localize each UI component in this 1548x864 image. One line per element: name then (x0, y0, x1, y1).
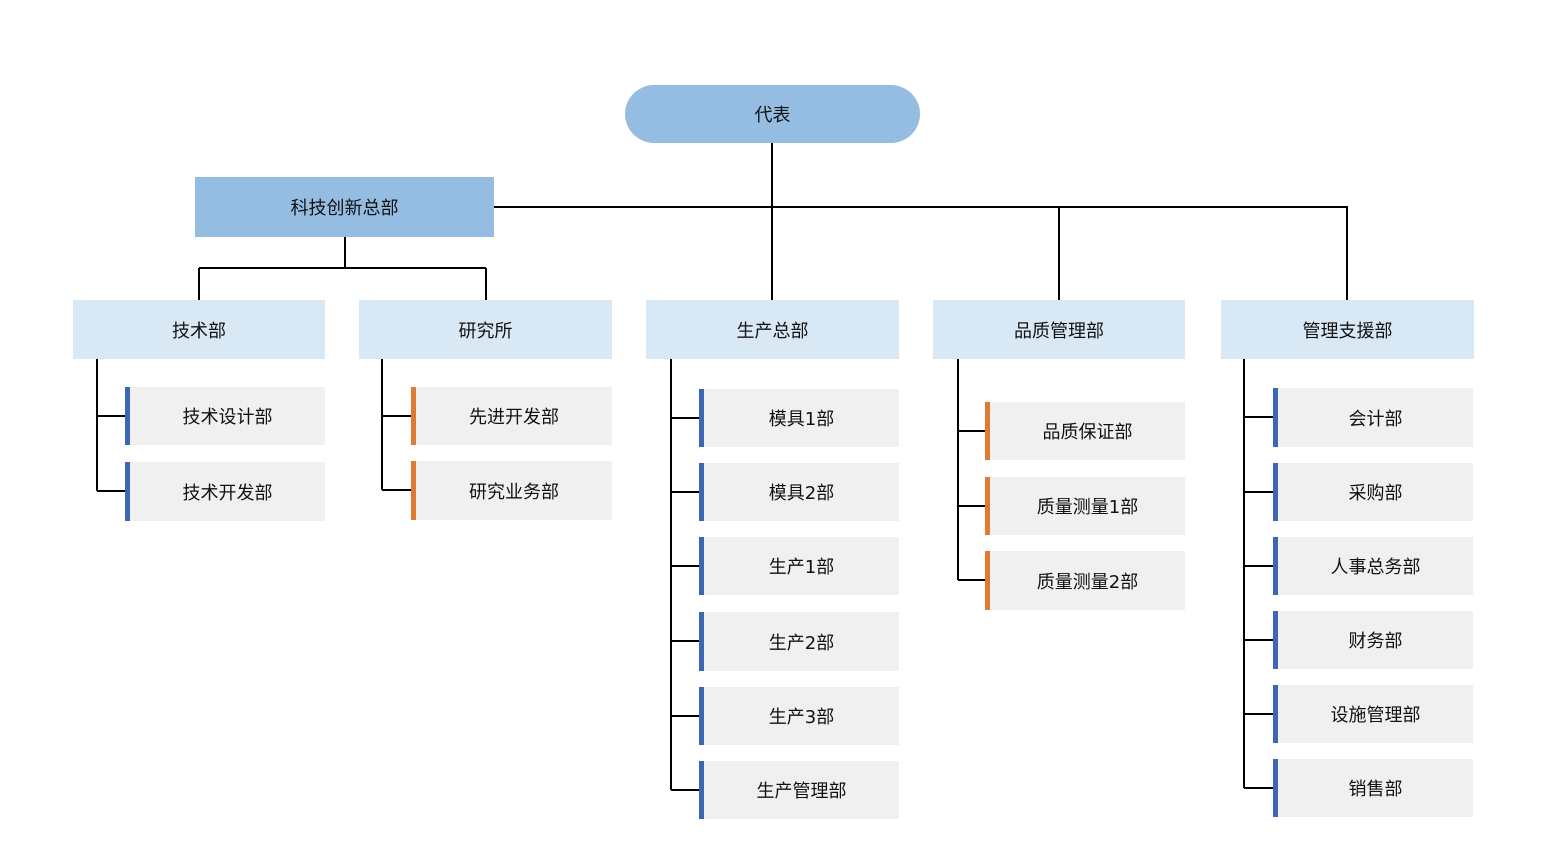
sub-unit-node: 生产3部 (699, 687, 899, 745)
sub-unit-label: 会计部 (1348, 408, 1403, 430)
sub-unit-node: 先进开发部 (411, 387, 612, 445)
sub-unit-label: 生产3部 (768, 707, 835, 728)
connector-dept5 (1243, 359, 1274, 789)
sub-unit-label: 模具2部 (768, 483, 835, 504)
hq-node: 科技创新总部 (195, 177, 494, 237)
sub-unit-node: 技术开发部 (125, 462, 325, 521)
sub-unit-node: 采购部 (1273, 463, 1473, 521)
dept-node: 技术部 (73, 300, 325, 359)
connector-dept4 (957, 359, 986, 581)
dept-label: 生产总部 (736, 320, 809, 342)
sub-unit-node: 模具1部 (699, 389, 899, 447)
sub-unit-node: 模具2部 (699, 463, 899, 521)
sub-unit-node: 生产管理部 (699, 761, 899, 819)
dept-node: 生产总部 (646, 300, 899, 359)
sub-unit-label: 设施管理部 (1330, 705, 1421, 726)
dept-label: 品质管理部 (1014, 320, 1104, 342)
sub-unit-node: 设施管理部 (1273, 685, 1473, 743)
sub-unit-label: 采购部 (1348, 483, 1403, 504)
sub-unit-node: 会计部 (1273, 388, 1473, 447)
connector-dept1 (96, 359, 126, 492)
sub-unit-node: 人事总务部 (1273, 537, 1473, 595)
dept-node: 研究所 (359, 300, 612, 359)
sub-unit-label: 技术开发部 (182, 482, 273, 504)
hq-label: 科技创新总部 (290, 198, 399, 219)
dept-label: 管理支援部 (1302, 320, 1393, 342)
sub-unit-node: 研究业务部 (411, 461, 612, 520)
root-node: 代表 (625, 85, 920, 143)
sub-unit-node: 销售部 (1273, 759, 1473, 817)
connector-hq (198, 237, 487, 300)
sub-unit-node: 生产1部 (699, 537, 899, 595)
sub-unit-node: 品质保证部 (985, 402, 1185, 460)
sub-unit-node: 财务部 (1273, 611, 1473, 669)
connector-bus (494, 206, 1348, 300)
sub-unit-label: 模具1部 (768, 409, 835, 430)
sub-unit-node: 技术设计部 (125, 387, 325, 445)
sub-unit-label: 生产2部 (768, 632, 835, 654)
root-label: 代表 (754, 105, 791, 126)
sub-unit-label: 销售部 (1348, 779, 1403, 800)
connector-dept2 (381, 359, 412, 491)
dept-node: 管理支援部 (1221, 300, 1474, 359)
sub-unit-label: 品质保证部 (1042, 422, 1133, 443)
sub-unit-label: 研究业务部 (469, 481, 559, 503)
dept-node: 品质管理部 (933, 300, 1185, 359)
sub-unit-label: 质量测量2部 (1036, 571, 1139, 593)
dept-label: 研究所 (458, 320, 513, 342)
sub-unit-label: 财务部 (1348, 631, 1403, 652)
sub-unit-label: 先进开发部 (469, 407, 559, 428)
dept-label: 技术部 (172, 320, 226, 342)
sub-unit-node: 质量测量2部 (985, 551, 1185, 610)
connector-dept3 (670, 359, 700, 791)
sub-unit-label: 质量测量1部 (1036, 497, 1139, 518)
sub-unit-node: 生产2部 (699, 612, 899, 671)
sub-unit-node: 质量测量1部 (985, 477, 1185, 535)
sub-unit-label: 技术设计部 (182, 407, 273, 428)
sub-unit-label: 生产管理部 (756, 781, 847, 802)
sub-unit-label: 生产1部 (768, 557, 835, 578)
sub-unit-label: 人事总务部 (1330, 557, 1421, 578)
